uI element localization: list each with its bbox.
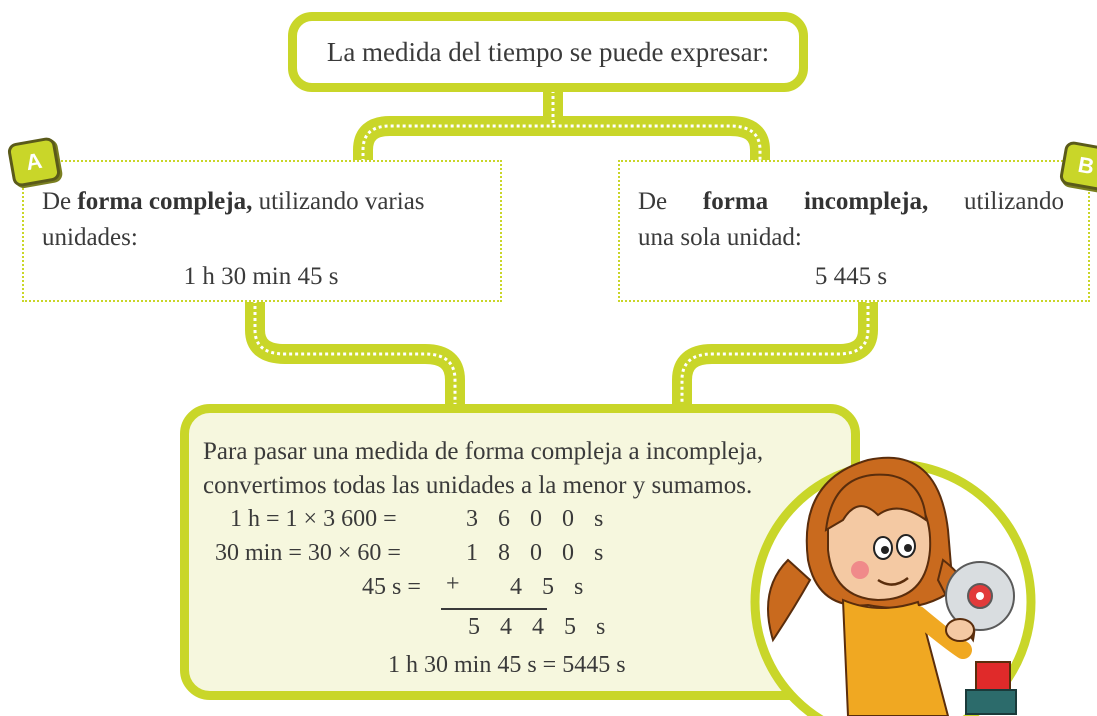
- complex-form-line2: unidades:: [42, 224, 138, 251]
- sum-line: [441, 608, 547, 610]
- incomplex-suffix: utilizando: [928, 188, 1064, 215]
- incomplex-form-line1: De forma incompleja, utilizando: [638, 184, 1064, 220]
- girl-holding-cd-icon: [750, 456, 1036, 716]
- title-box: La medida del tiempo se puede expresar:: [288, 12, 808, 92]
- eq-total-value: 5 4 4 5 s: [468, 614, 613, 640]
- incomplex-bold: forma incompleja,: [702, 188, 929, 215]
- complex-suffix: utilizando varias: [252, 188, 425, 215]
- badge-b: B: [1058, 140, 1097, 192]
- complex-bold: forma compleja,: [77, 188, 253, 215]
- eq-result: 1 h 30 min 45 s = 5445 s: [388, 652, 626, 678]
- incomplex-form-box: De forma incompleja, utilizando una sola…: [618, 160, 1090, 302]
- complex-prefix: De: [42, 188, 78, 215]
- plus-sign: +: [446, 571, 460, 597]
- conversion-intro-line1: Para pasar una medida de forma compleja …: [203, 438, 764, 465]
- eq-minutes-label: 30 min = 30 × 60 =: [215, 540, 401, 566]
- complex-form-box: De forma compleja, utilizando varias uni…: [22, 160, 502, 302]
- incomplex-form-line2: una sola unidad:: [638, 224, 802, 251]
- eq-hours-value: 3 6 0 0 s: [466, 506, 611, 532]
- complex-form-line1: De forma compleja, utilizando varias: [42, 184, 480, 220]
- conversion-intro-line2: convertimos todas las unidades a la meno…: [203, 472, 753, 499]
- eq-minutes-value: 1 8 0 0 s: [466, 540, 611, 566]
- title-text: La medida del tiempo se puede expresar:: [326, 36, 770, 67]
- eq-hours-label: 1 h = 1 × 3 600 =: [230, 506, 397, 532]
- complex-example: 1 h 30 min 45 s: [183, 263, 339, 290]
- incomplex-example: 5 445 s: [814, 263, 888, 290]
- eq-seconds-value: 4 5 s: [510, 574, 591, 600]
- incomplex-prefix: De: [638, 188, 703, 215]
- badge-a: A: [6, 136, 62, 188]
- eq-seconds-label: 45 s =: [362, 574, 421, 600]
- conversion-box: Para pasar una medida de forma compleja …: [180, 404, 860, 700]
